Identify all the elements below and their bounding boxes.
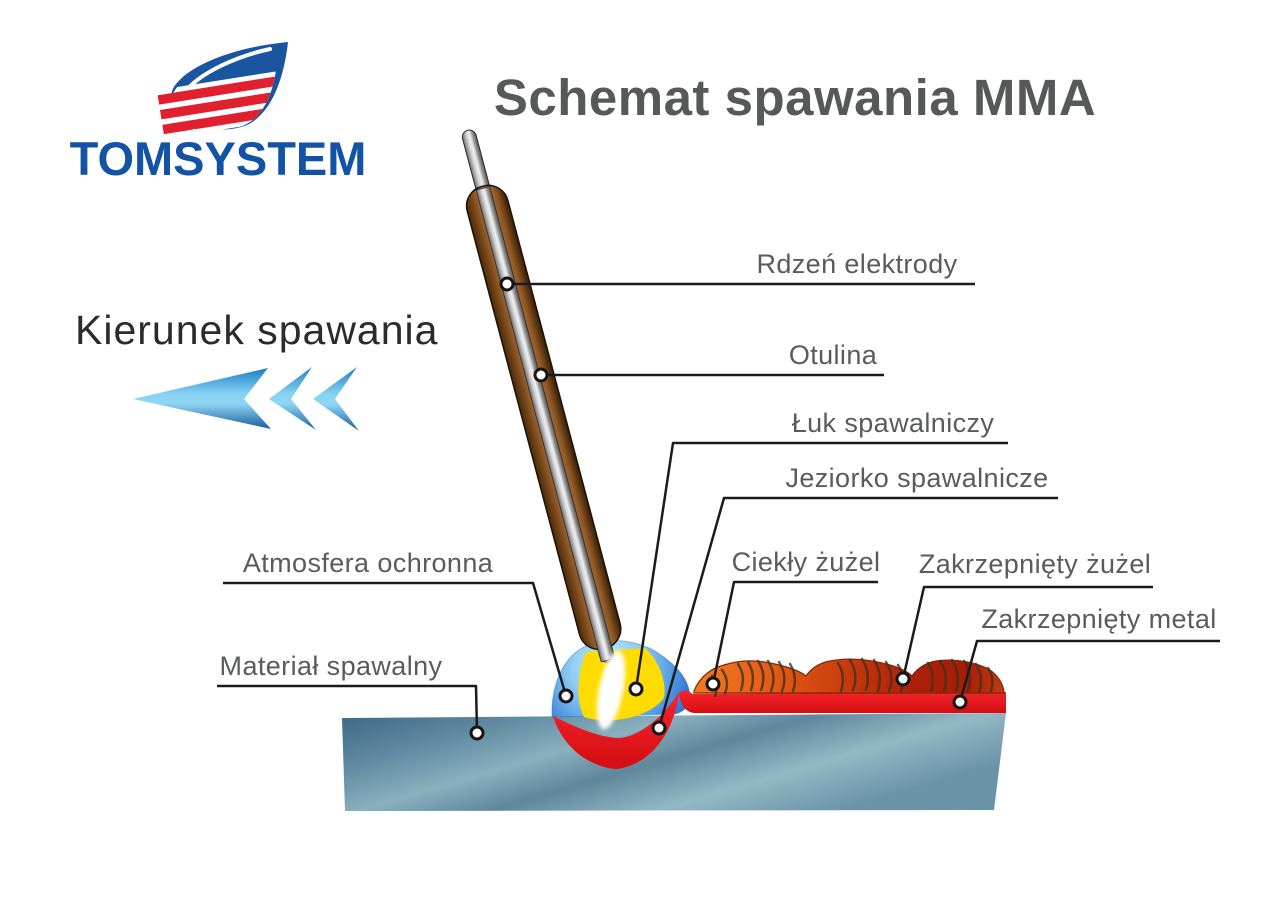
direction-arrow-chevron-2 (313, 367, 359, 431)
leader-weld-pool (657, 496, 1058, 729)
label-base-material: Materiał spawalny (219, 651, 443, 681)
page-title: Schemat spawania MMA (493, 69, 1097, 126)
node-solid-slag (895, 671, 911, 687)
leader-arc (634, 441, 1008, 690)
node-base-material (469, 725, 485, 741)
node-electrode-core (499, 276, 515, 292)
liquid-slag-band (679, 690, 1006, 713)
arc-flame (596, 650, 626, 730)
tomsystem-logo-icon (157, 42, 292, 139)
node-weld-pool (651, 720, 667, 736)
leader-liquid-slag (711, 580, 878, 685)
label-solid-metal: Zakrzepnięty metal (981, 604, 1217, 634)
direction-arrow-main (133, 368, 271, 429)
node-coating (533, 367, 549, 383)
label-liquid-slag: Ciekły żużel (731, 547, 881, 577)
leader-lines (217, 282, 1220, 734)
leader-base-material (217, 684, 479, 734)
welding-direction-arrows (133, 367, 359, 431)
pool-fill (553, 692, 679, 769)
node-atmosphere (558, 688, 574, 704)
logo-wordmark: TOMSYSTEM (69, 132, 367, 185)
direction-label: Kierunek spawania (75, 307, 439, 353)
electrode (461, 129, 622, 663)
node-arc (628, 681, 644, 697)
node-liquid-slag (705, 676, 721, 692)
label-coating: Otulina (788, 340, 878, 370)
leader-solid-slag (901, 585, 1153, 680)
electrode-core-stripe (475, 186, 616, 663)
leader-solid-metal (958, 639, 1220, 703)
label-arc: Łuk spawalniczy (791, 408, 995, 438)
label-solid-slag: Zakrzepnięty żużel (918, 549, 1152, 579)
base-material-plate (342, 713, 1006, 811)
label-electrode-core: Rdzeń elektrody (756, 249, 958, 279)
solidified-slag (693, 657, 1005, 698)
node-solid-metal (952, 694, 968, 710)
molten-metal (553, 690, 1006, 769)
leader-atmosphere (223, 581, 568, 697)
direction-arrow-chevron-1 (269, 367, 316, 430)
leader-node-circles (469, 276, 968, 741)
label-weld-pool: Jeziorko spawalnicze (785, 463, 1049, 493)
label-shielding-atmosphere: Atmosfera ochronna (242, 548, 494, 578)
